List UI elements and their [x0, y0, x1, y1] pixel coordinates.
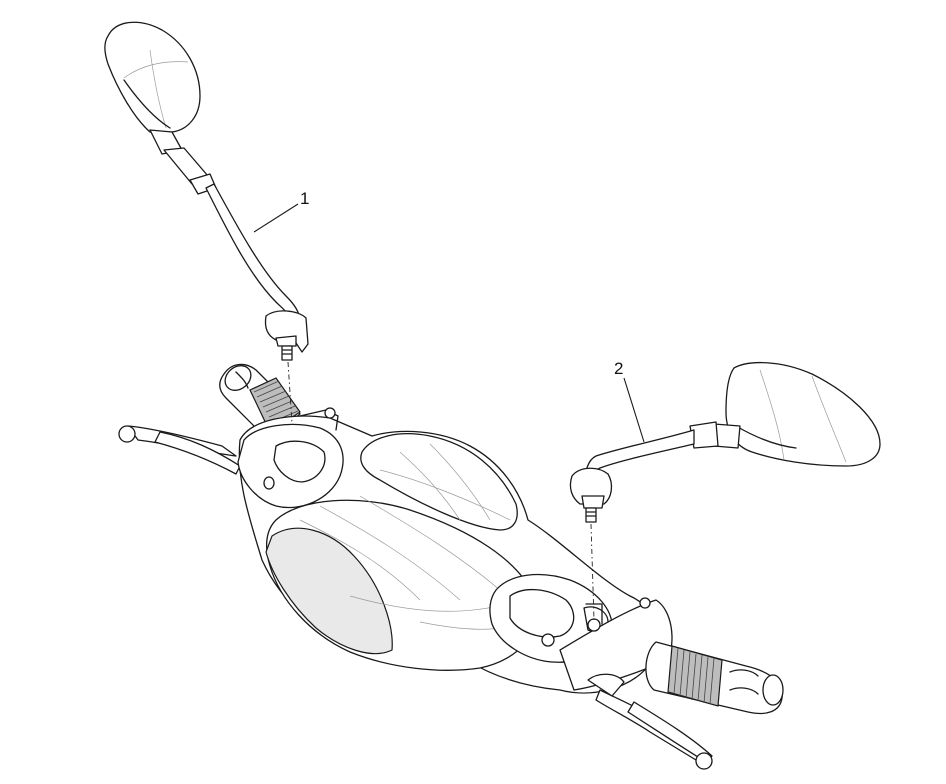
- callout-2: 2: [614, 359, 645, 443]
- callout-2-number: 2: [614, 359, 623, 378]
- right-mirror: [569, 361, 881, 523]
- left-mirror: [104, 21, 309, 361]
- callout-1-number: 1: [300, 189, 309, 208]
- assembly-guide-lines: [287, 361, 595, 621]
- right-grip: [645, 641, 784, 715]
- right-switch-housing: [489, 573, 673, 691]
- callout-1: 1: [253, 189, 309, 233]
- mirror-mount-bolt-right: [585, 603, 603, 632]
- right-brake-lever: [587, 673, 713, 770]
- handlebar-assembly: [118, 363, 784, 770]
- left-brake-lever: [118, 425, 241, 475]
